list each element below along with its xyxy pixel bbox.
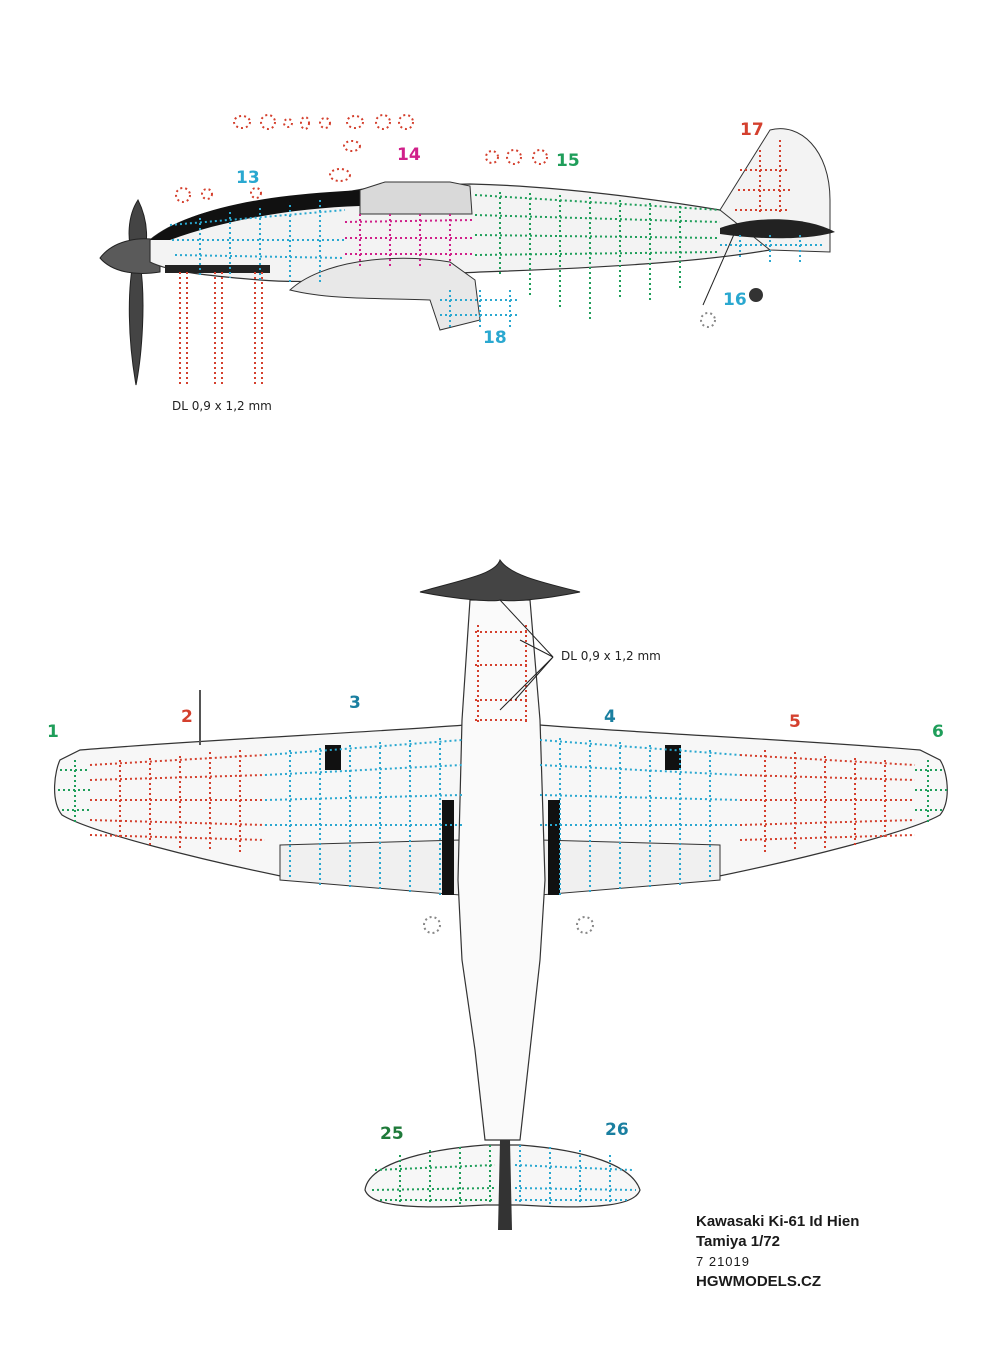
label-1: 1 bbox=[47, 722, 59, 742]
model-name: Kawasaki Ki-61 Id Hien bbox=[696, 1213, 860, 1230]
propeller-blades bbox=[128, 199, 148, 386]
brand-website: HGWMODELS.CZ bbox=[696, 1273, 821, 1290]
label-4: 4 bbox=[604, 707, 616, 727]
side-panel-lines bbox=[169, 114, 825, 385]
canopy bbox=[359, 181, 473, 215]
top-panel-lines bbox=[58, 625, 947, 1205]
side-red-hatches bbox=[175, 114, 548, 203]
kit-scale: Tamiya 1/72 bbox=[696, 1233, 780, 1250]
label-17: 17 bbox=[740, 120, 764, 140]
top-left-wheel-hatch bbox=[423, 916, 441, 934]
label-5: 5 bbox=[789, 712, 801, 732]
right-flap bbox=[539, 839, 721, 896]
top-green-tail-left bbox=[371, 1145, 496, 1205]
label-6: 6 bbox=[932, 722, 944, 742]
fuselage-top bbox=[457, 599, 546, 1141]
left-radiator-block bbox=[325, 745, 341, 770]
horizontal-stabilizer bbox=[720, 219, 835, 239]
top-red-left-wing bbox=[89, 750, 266, 855]
label-18: 18 bbox=[483, 328, 507, 348]
credit-block: Kawasaki Ki-61 Id Hien Tamiya 1/72 7 210… bbox=[696, 1212, 859, 1292]
top-view-aircraft bbox=[54, 558, 948, 1230]
rudder-top bbox=[498, 1140, 512, 1230]
left-gear-door bbox=[442, 800, 454, 895]
side-dimension-note: DL 0,9 x 1,2 mm bbox=[172, 399, 272, 413]
label-13: 13 bbox=[236, 168, 260, 188]
wing-root-side bbox=[288, 257, 481, 331]
label-16: 16 bbox=[723, 290, 747, 310]
side-red-gun-lines bbox=[179, 272, 263, 385]
top-dimension-note: DL 0,9 x 1,2 mm bbox=[561, 649, 661, 663]
label-15: 15 bbox=[556, 151, 580, 171]
label-26: 26 bbox=[605, 1120, 629, 1140]
product-code: 7 21019 bbox=[696, 1254, 750, 1269]
side-cyan-nose-lines bbox=[169, 200, 346, 282]
side-green-fuselage-lines bbox=[474, 192, 721, 320]
top-cyan-tail-right bbox=[514, 1145, 637, 1205]
label-2: 2 bbox=[181, 707, 193, 727]
top-red-right-wing bbox=[739, 750, 916, 855]
exhaust-stubs bbox=[165, 265, 270, 273]
top-right-wheel-hatch bbox=[576, 916, 594, 934]
left-flap bbox=[279, 839, 461, 896]
right-gear-door bbox=[548, 800, 560, 895]
top-cyan-left-inner bbox=[264, 738, 463, 895]
tail-wheel bbox=[749, 288, 763, 302]
label-25: 25 bbox=[380, 1124, 404, 1144]
top-green-left-tip bbox=[58, 760, 90, 825]
side-cyan-wing-lines bbox=[440, 290, 520, 330]
propeller-top bbox=[419, 558, 581, 602]
label-14: 14 bbox=[397, 145, 421, 165]
side-red-tail-lines bbox=[735, 140, 790, 215]
top-cyan-right-inner bbox=[539, 738, 741, 895]
side-tail-hatch bbox=[700, 312, 716, 328]
top-green-right-tip bbox=[915, 760, 947, 825]
side-magenta-cockpit-lines bbox=[344, 214, 473, 268]
right-radiator-block bbox=[665, 745, 681, 770]
anti-glare-panel bbox=[150, 190, 360, 240]
label-3: 3 bbox=[349, 693, 361, 713]
side-leader-16 bbox=[702, 231, 736, 306]
side-view-aircraft bbox=[99, 128, 835, 386]
top-dimension-leaders bbox=[499, 599, 554, 711]
